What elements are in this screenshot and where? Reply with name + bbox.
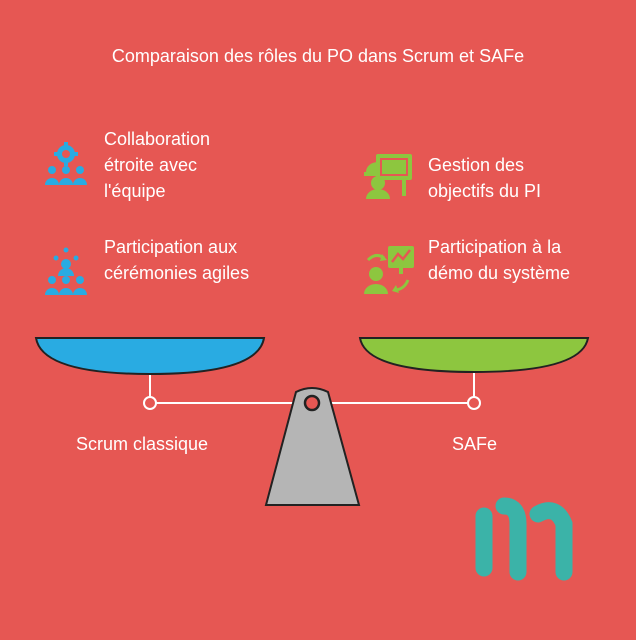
page-title: Comparaison des rôles du PO dans Scrum e… bbox=[111, 46, 525, 66]
right-item-2: Participation à la démo du système bbox=[428, 234, 598, 286]
right-item-1-text: Gestion des objectifs du PI bbox=[428, 155, 542, 201]
pivot bbox=[303, 394, 321, 412]
left-item-2: Participation aux cérémonies agiles bbox=[104, 234, 274, 286]
right-label: SAFe bbox=[452, 434, 498, 454]
team-meeting-icon bbox=[42, 246, 90, 296]
right-joint bbox=[467, 396, 481, 410]
fulcrum bbox=[264, 387, 361, 506]
right-pan bbox=[358, 337, 590, 374]
left-item-1: Collaboration étroite avec l'équipe bbox=[104, 126, 244, 204]
left-item-2-text: Participation aux cérémonies agiles bbox=[104, 237, 250, 283]
left-joint bbox=[143, 396, 157, 410]
presenter-demo-icon bbox=[362, 244, 416, 296]
left-item-1-text: Collaboration étroite avec l'équipe bbox=[104, 129, 211, 201]
left-label: Scrum classique bbox=[76, 434, 209, 454]
brand-logo-icon bbox=[472, 494, 578, 584]
right-item-2-text: Participation à la démo du système bbox=[428, 237, 571, 283]
right-item-1: Gestion des objectifs du PI bbox=[428, 152, 568, 204]
team-gear-icon bbox=[42, 140, 90, 188]
left-pan bbox=[34, 337, 266, 376]
worker-board-icon bbox=[362, 152, 414, 200]
